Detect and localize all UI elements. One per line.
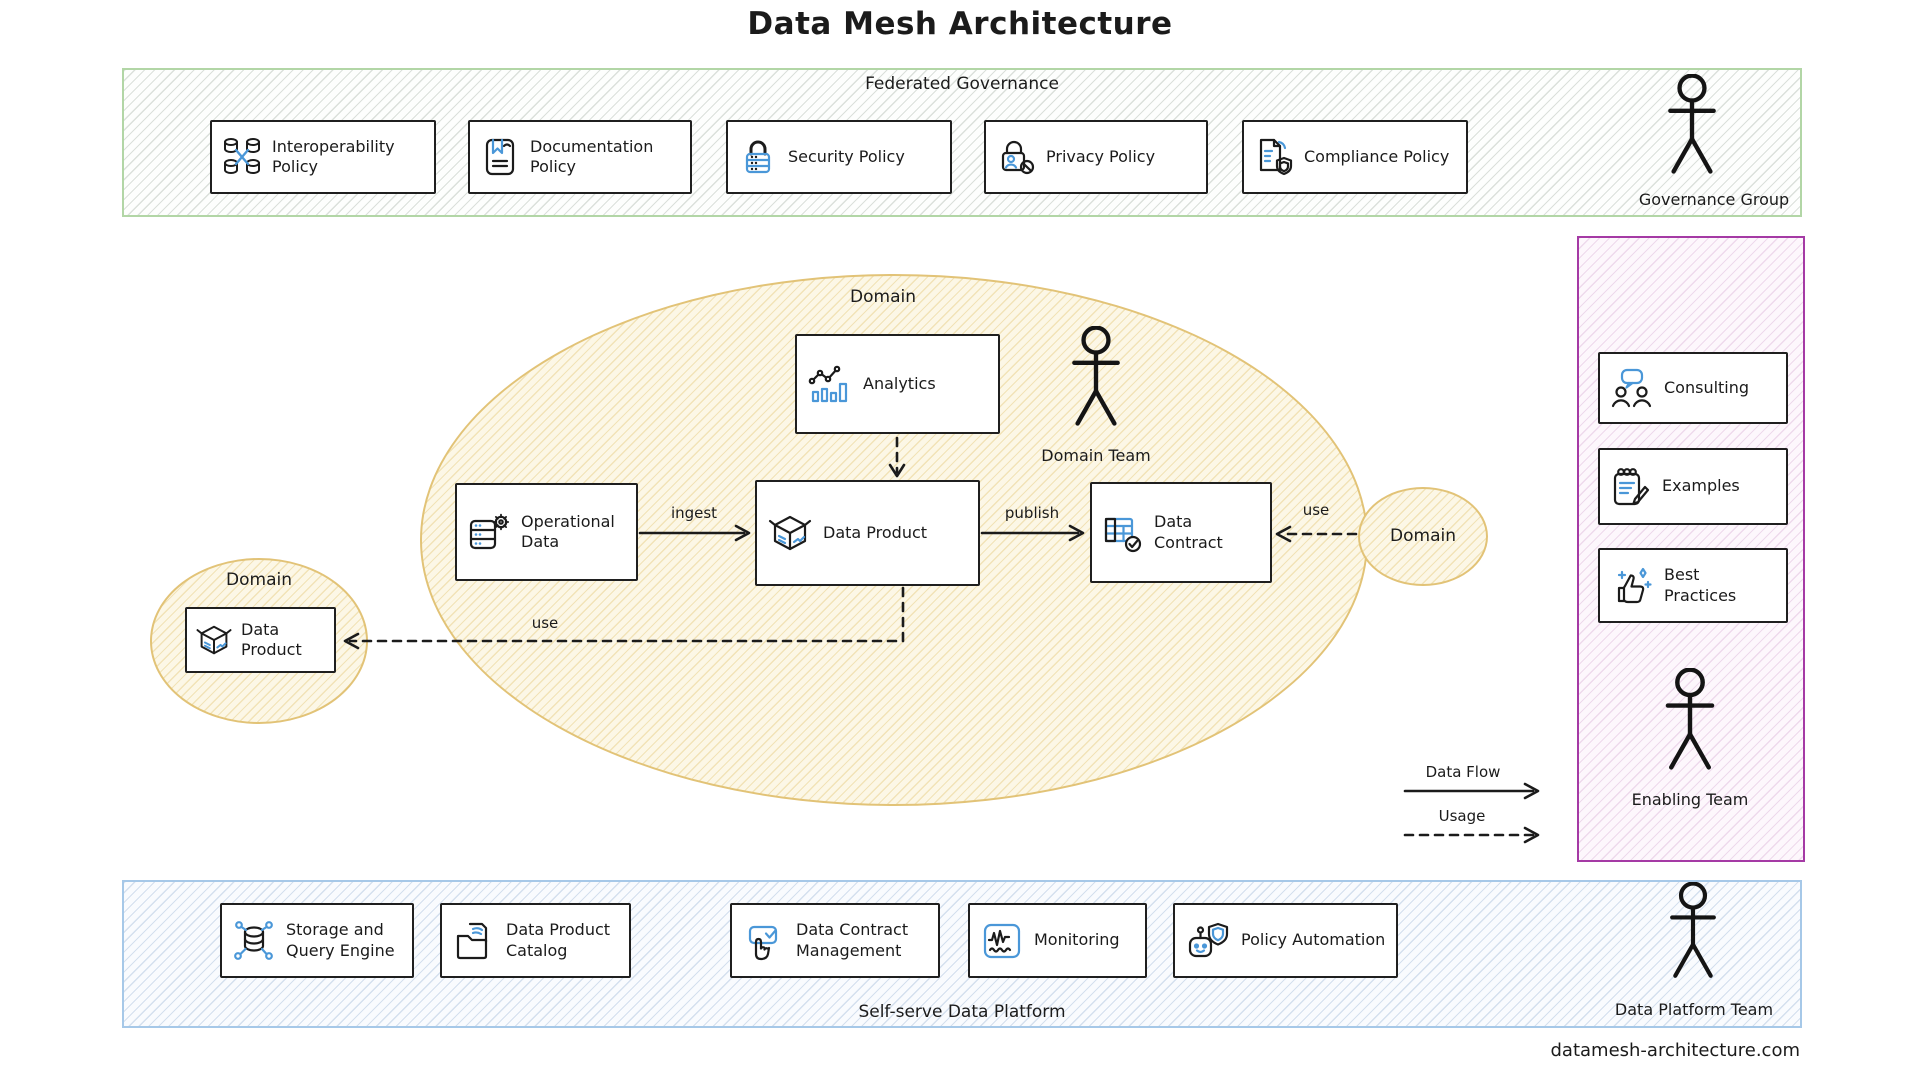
privacy-icon [1001, 140, 1035, 175]
interoperability-icon [224, 138, 260, 174]
data-product-left-node: Data Product [185, 607, 336, 673]
legend-usage-label: Usage [1438, 807, 1486, 825]
policy-automation-label: Policy Automation [1241, 930, 1386, 950]
domain-team-label: Domain Team [1041, 446, 1151, 465]
monitoring-icon [983, 923, 1021, 958]
examples-icon [1613, 467, 1650, 505]
data-contract-label: Data Contract [1154, 512, 1223, 552]
security-icon [745, 140, 771, 174]
storage-query-engine-node: Storage and Query Engine [220, 903, 414, 978]
policy-label: Documentation Policy [530, 136, 654, 176]
monitoring-node: Monitoring [968, 903, 1147, 978]
policy-privacy: Privacy Policy [984, 120, 1208, 194]
domain-right-ellipse [1358, 487, 1488, 586]
edge-ingest-label: ingest [670, 504, 718, 522]
data-product-left-label: Data Product [241, 619, 302, 659]
page-title: Data Mesh Architecture [747, 6, 1173, 42]
best-practices-icon [1617, 567, 1652, 603]
self-serve-platform-label: Self-serve Data Platform [858, 1002, 1066, 1022]
data-product-label: Data Product [823, 522, 928, 542]
legend-data-flow-arrow [1403, 782, 1540, 800]
best-practices-node: Best Practices [1598, 548, 1788, 623]
compliance-icon [1259, 138, 1293, 176]
domain-right-label: Domain [1390, 526, 1456, 546]
operational-data-node: Operational Data [455, 483, 638, 581]
policy-interoperability: Interoperability Policy [210, 120, 436, 194]
catalog-icon [456, 922, 488, 959]
data-product-catalog-label: Data Product Catalog [506, 920, 611, 960]
edge-publish-label: publish [1004, 504, 1060, 522]
website-link[interactable]: datamesh-architecture.com [1550, 1040, 1800, 1061]
data-contract-management-label: Data Contract Management [796, 920, 909, 960]
monitoring-label: Monitoring [1034, 930, 1120, 950]
operational-data-icon [469, 513, 510, 550]
data-product-catalog-node: Data Product Catalog [440, 903, 631, 978]
legend-data-flow-label: Data Flow [1425, 763, 1501, 781]
analytics-icon [808, 365, 848, 403]
policy-compliance: Compliance Policy [1242, 120, 1468, 194]
governance-group-person-icon [1656, 74, 1728, 178]
domain-team-person-icon [1060, 326, 1132, 430]
analytics-node: Analytics [795, 334, 1000, 434]
best-practices-label: Best Practices [1664, 565, 1737, 605]
data-contract-management-node: Data Contract Management [730, 903, 940, 978]
data-contract-icon [1104, 517, 1142, 552]
policy-automation-node: Policy Automation [1173, 903, 1398, 978]
policy-label: Interoperability Policy [272, 136, 395, 176]
analytics-label: Analytics [863, 373, 936, 393]
federated-governance-label: Federated Governance [865, 74, 1059, 94]
policy-documentation: Documentation Policy [468, 120, 692, 194]
documentation-icon [485, 138, 515, 176]
examples-label: Examples [1662, 476, 1740, 496]
storage-query-engine-label: Storage and Query Engine [286, 920, 395, 960]
legend-usage-arrow [1403, 826, 1540, 844]
data-product-icon [196, 625, 232, 655]
policy-label: Privacy Policy [1046, 146, 1156, 166]
policy-label: Compliance Policy [1304, 146, 1450, 166]
domain-main-label: Domain [850, 287, 916, 307]
operational-data-label: Operational Data [521, 511, 615, 551]
governance-group-label: Governance Group [1638, 190, 1790, 209]
enabling-team-person-icon [1654, 668, 1726, 774]
edge-use-right-label: use [1302, 501, 1330, 519]
data-contract-node: Data Contract [1090, 482, 1272, 583]
consulting-label: Consulting [1664, 377, 1750, 397]
policy-automation-icon [1188, 922, 1229, 957]
data-product-node: Data Product [755, 480, 980, 586]
policy-security: Security Policy [726, 120, 952, 194]
data-platform-team-person-icon [1657, 882, 1729, 982]
data-product-icon [768, 515, 812, 551]
edge-use-left-label: use [531, 614, 559, 632]
contract-management-icon [748, 925, 778, 960]
storage-icon [234, 920, 273, 960]
policy-label: Security Policy [788, 146, 905, 166]
data-platform-team-label: Data Platform Team [1614, 1000, 1774, 1019]
domain-left-label: Domain [226, 570, 292, 590]
consulting-icon [1611, 368, 1652, 408]
consulting-node: Consulting [1598, 352, 1788, 424]
enabling-team-label: Enabling Team [1631, 790, 1749, 809]
examples-node: Examples [1598, 448, 1788, 525]
